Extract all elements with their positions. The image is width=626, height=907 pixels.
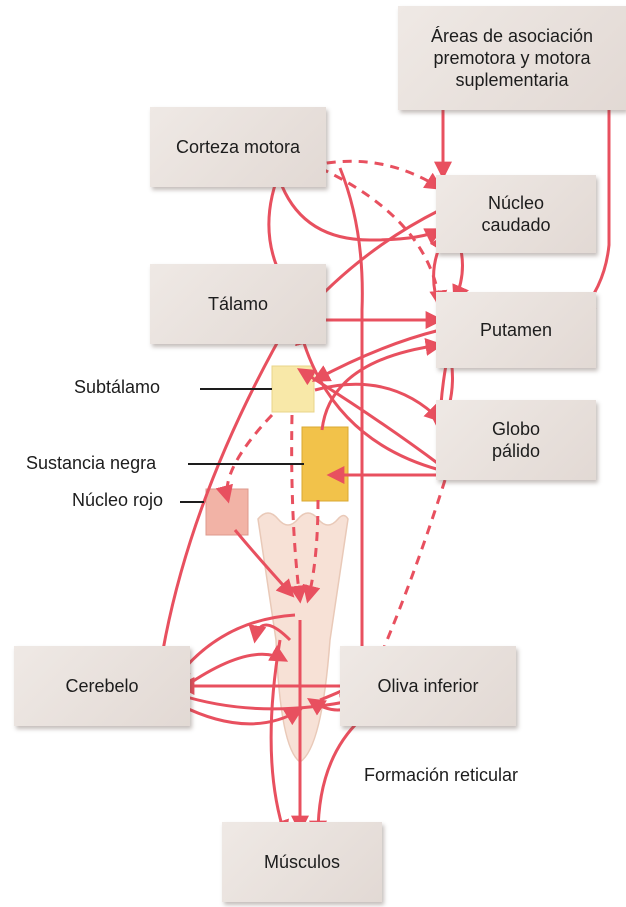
oliva-inferior-label: Oliva inferior: [377, 676, 479, 696]
nucleo-rojo-leader: [180, 501, 204, 503]
nucleo-rojo-label: Núcleo rojo: [72, 490, 164, 510]
talamo-label: Tálamo: [207, 294, 269, 314]
box-cerebelo: Cerebelo: [14, 646, 190, 726]
box-talamo: Tálamo: [150, 264, 326, 344]
nucleo-caudado-label: Núcleo caudado: [481, 193, 551, 235]
areas-asociacion-label: Áreas de asociación premotora y motora s…: [430, 26, 594, 90]
box-putamen: Putamen: [436, 292, 596, 368]
globo-palido-label: Globo pálido: [491, 419, 541, 461]
box-musculos: Músculos: [222, 822, 382, 902]
box-oliva-inferior: Oliva inferior: [340, 646, 516, 726]
box-corteza-motora: Corteza motora: [150, 107, 326, 187]
cerebelo-label: Cerebelo: [65, 676, 139, 696]
musculos-label: Músculos: [263, 852, 341, 872]
box-nucleo-caudado: Núcleo caudado: [436, 175, 596, 253]
corteza-motora-label: Corteza motora: [175, 137, 301, 157]
box-globo-palido: Globo pálido: [436, 400, 596, 480]
subtalamo-nucleus: [271, 365, 315, 413]
putamen-label: Putamen: [479, 320, 553, 340]
subtalamo-label: Subtálamo: [74, 377, 161, 397]
sustancia-negra-nucleus: [301, 426, 349, 502]
formacion-reticular-label: Formación reticular: [364, 765, 519, 785]
brainstem-shape: [257, 512, 349, 763]
subtalamo-leader: [200, 388, 272, 390]
box-areas-asociacion: Áreas de asociación premotora y motora s…: [398, 6, 626, 110]
sustancia-negra-label: Sustancia negra: [26, 453, 157, 473]
nucleo-rojo-nucleus: [205, 488, 249, 536]
sustancia-negra-leader: [188, 463, 304, 465]
